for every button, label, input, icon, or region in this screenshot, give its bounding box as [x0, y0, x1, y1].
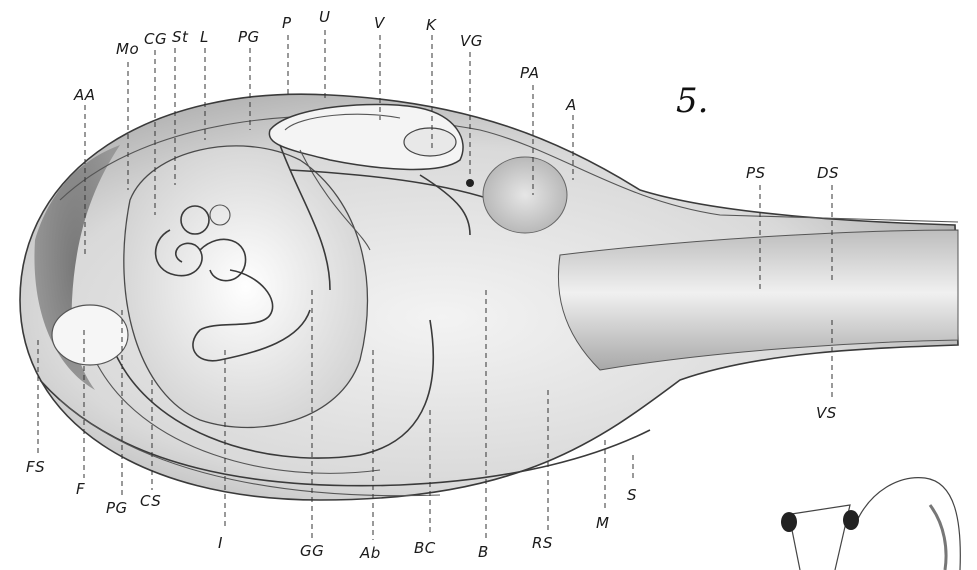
insect-head-fragment — [781, 478, 960, 570]
label-s: S — [627, 486, 637, 504]
gland-pa — [483, 157, 567, 233]
label-l: L — [200, 28, 209, 46]
compound-eye-right-icon — [843, 510, 859, 530]
label-gg: GG — [300, 542, 324, 560]
anterior-body-f — [52, 305, 128, 365]
label-rs: RS — [532, 534, 553, 552]
label-k: K — [426, 16, 437, 34]
label-f: F — [76, 480, 85, 498]
label-st: St — [172, 28, 189, 46]
label-bc: BC — [414, 539, 436, 557]
label-cg: CG — [144, 30, 167, 48]
label-aa: AA — [73, 86, 96, 104]
label-pg-bottom: PG — [106, 499, 128, 517]
label-pa: PA — [520, 64, 540, 82]
label-fs: FS — [26, 458, 45, 476]
label-cs: CS — [140, 492, 161, 510]
label-vs: VS — [816, 404, 837, 422]
label-a: A — [565, 96, 577, 114]
label-ds: DS — [817, 164, 839, 182]
figure-number: 5. — [676, 81, 708, 121]
label-m: M — [596, 514, 609, 532]
label-vg: VG — [460, 32, 483, 50]
label-mo: Mo — [116, 40, 139, 58]
compound-eye-left-icon — [781, 512, 797, 532]
label-pg-top: PG — [238, 28, 260, 46]
label-u: U — [319, 8, 330, 26]
label-v: V — [374, 14, 386, 32]
label-ab: Ab — [359, 544, 381, 562]
gland-vg — [466, 179, 474, 187]
label-b: B — [478, 543, 489, 561]
label-p: P — [282, 14, 292, 32]
label-i: I — [218, 534, 223, 552]
label-ps: PS — [746, 164, 766, 182]
